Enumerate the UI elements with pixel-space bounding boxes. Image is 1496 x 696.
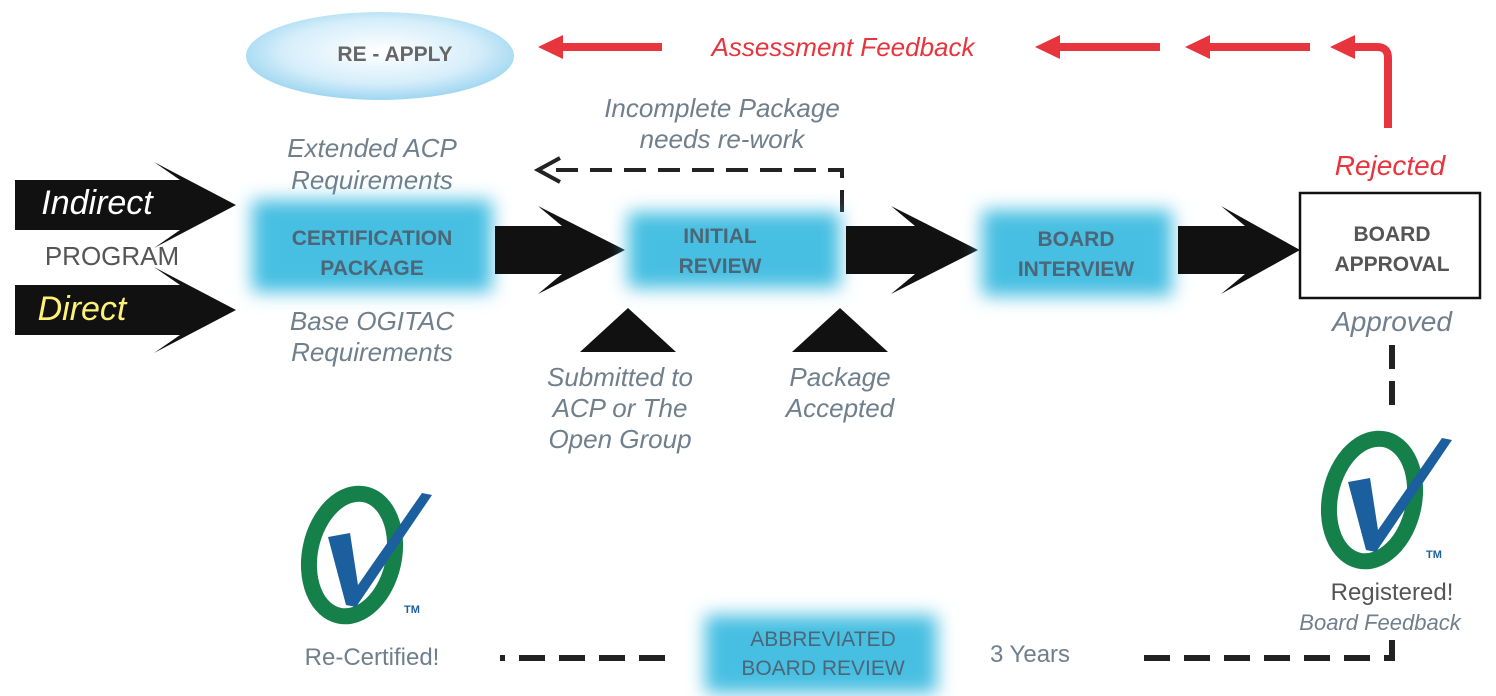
accepted-line-2: Accepted xyxy=(784,393,896,423)
incomplete-line-1: Incomplete Package xyxy=(604,93,840,123)
board-interview-line-1: BOARD xyxy=(1038,228,1115,251)
arrow-cert-to-initial xyxy=(495,206,625,294)
board-feedback-label: Board Feedback xyxy=(1299,610,1461,635)
base-req-line-1: Base OGITAC xyxy=(290,306,454,336)
board-approval-box xyxy=(1298,191,1482,300)
accepted-triangle xyxy=(792,308,888,352)
abbreviated-review-glow xyxy=(705,615,937,693)
incomplete-rework-path: Incomplete Package needs re-work xyxy=(533,93,844,212)
registered-label: Registered! xyxy=(1331,579,1454,606)
accepted-line-1: Package xyxy=(789,362,890,392)
reapply-label: RE - APPLY xyxy=(337,43,452,66)
submitted-triangle xyxy=(580,308,676,352)
feedback-arrowhead-1 xyxy=(1330,35,1355,59)
rework-arrowhead xyxy=(533,156,561,184)
submitted-line-2: ACP or The xyxy=(551,393,688,423)
board-interview-glow xyxy=(982,210,1172,296)
reapply-node: RE - APPLY xyxy=(246,12,514,100)
direct-entry: Direct xyxy=(15,267,236,353)
indirect-entry: Indirect xyxy=(15,162,236,248)
recertified-logo: TM xyxy=(298,486,432,625)
registered-tm: TM xyxy=(1426,549,1442,561)
cert-package-line-2: PACKAGE xyxy=(320,257,423,280)
recertified-tm: TM xyxy=(404,604,420,616)
extended-req-line-1: Extended ACP xyxy=(287,133,457,163)
submitted-line-1: Submitted to xyxy=(547,362,693,392)
recertified-label: Re-Certified! xyxy=(305,644,440,671)
submitted-line-3: Open Group xyxy=(548,424,691,454)
cert-package-glow xyxy=(252,200,492,292)
initial-review-glow xyxy=(628,212,840,288)
incomplete-line-2: needs re-work xyxy=(640,124,807,154)
assessment-feedback-path: Assessment Feedback xyxy=(538,32,1392,128)
feedback-arrowhead-2 xyxy=(1185,35,1210,59)
rejected-label: Rejected xyxy=(1335,150,1447,181)
feedback-arrowhead-4 xyxy=(538,35,563,59)
feedback-arrow-1 xyxy=(1340,43,1392,128)
abbreviated-review-node: ABBREVIATED BOARD REVIEW xyxy=(705,615,937,693)
three-year-dashed-right xyxy=(1130,640,1395,661)
board-approval-line-2: APPROVAL xyxy=(1334,253,1449,276)
rework-dashed-line xyxy=(550,168,844,212)
direct-label: Direct xyxy=(38,290,128,328)
board-approval-line-1: BOARD xyxy=(1354,223,1431,246)
abbreviated-review-line-2: BOARD REVIEW xyxy=(741,657,905,680)
direct-arrow xyxy=(15,267,236,353)
registered-logo: TM xyxy=(1318,431,1452,570)
certification-package-node: CERTIFICATION PACKAGE xyxy=(252,200,492,292)
board-interview-line-2: INTERVIEW xyxy=(1018,258,1134,281)
initial-review-node: INITIAL REVIEW xyxy=(628,212,840,288)
assessment-feedback-label: Assessment Feedback xyxy=(709,32,976,62)
three-years-label: 3 Years xyxy=(990,641,1070,668)
board-approval-node: BOARD APPROVAL xyxy=(1298,191,1482,300)
cert-package-line-1: CERTIFICATION xyxy=(292,227,453,250)
extended-req-line-2: Requirements xyxy=(291,165,453,195)
initial-review-line-1: INITIAL xyxy=(683,225,757,248)
approved-label: Approved xyxy=(1330,306,1453,337)
base-req-line-2: Requirements xyxy=(291,337,453,367)
arrow-interview-to-approval xyxy=(1178,206,1300,294)
reapply-oval xyxy=(246,12,514,100)
initial-review-line-2: REVIEW xyxy=(679,255,762,278)
board-interview-node: BOARD INTERVIEW xyxy=(982,210,1172,296)
feedback-arrowhead-3 xyxy=(1035,35,1060,59)
indirect-label: Indirect xyxy=(41,184,154,222)
indirect-arrow xyxy=(15,162,236,248)
program-label: PROGRAM xyxy=(45,241,179,271)
arrow-initial-to-interview xyxy=(846,206,978,294)
abbreviated-review-line-1: ABBREVIATED xyxy=(750,628,895,651)
